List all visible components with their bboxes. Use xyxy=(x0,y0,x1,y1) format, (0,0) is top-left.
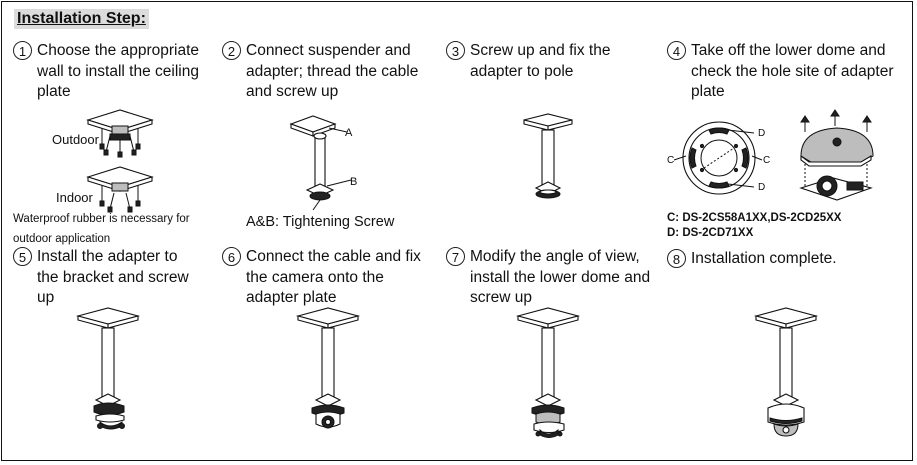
step-number: 3 xyxy=(446,41,465,60)
step-8: 8 Installation complete. xyxy=(667,249,902,270)
model-d-text: D: DS-2CD71XX xyxy=(667,227,754,239)
outdoor-label: Outdoor xyxy=(52,132,99,147)
page-title: Installation Step: xyxy=(14,9,149,29)
waterproof-note-line2: outdoor application xyxy=(13,233,111,245)
waterproof-note-line1: Waterproof rubber is necessary for xyxy=(13,213,190,225)
camera-adapter-plate-illustration xyxy=(295,307,361,429)
step-4: 4 Take off the lower dome and check the … xyxy=(667,41,902,103)
ceiling-plate-outdoor-illustration xyxy=(86,109,154,158)
ceiling-plate-indoor-illustration xyxy=(86,166,154,213)
step-number: 1 xyxy=(13,41,32,60)
lower-dome-removal-illustration xyxy=(799,109,874,201)
indoor-label: Indoor xyxy=(56,190,93,205)
step-number: 6 xyxy=(222,247,241,266)
step-2: 2 Connect suspender and adapter; thread … xyxy=(222,41,422,103)
step-number: 5 xyxy=(13,247,32,266)
step-6: 6 Connect the cable and fix the camera o… xyxy=(222,247,427,309)
model-c-text: C: DS-2CS58A1XX,DS-2CD25XX xyxy=(667,212,842,224)
step-text: Connect the cable and fix the camera ont… xyxy=(246,248,421,306)
callout-d-top-label: D xyxy=(758,128,766,139)
step-text: Installation complete. xyxy=(691,250,837,267)
suspender-adapter-illustration xyxy=(289,115,352,211)
step-text: Choose the appropriate wall to install t… xyxy=(37,42,200,100)
tightening-screw-caption: A&B: Tightening Screw xyxy=(246,214,395,230)
step-text: Screw up and fix the adapter to pole xyxy=(470,42,611,80)
step-1: 1 Choose the appropriate wall to install… xyxy=(13,41,213,103)
callout-b-label: B xyxy=(350,176,358,188)
step-number: 2 xyxy=(222,41,241,60)
adapter-plate-top-view-illustration xyxy=(673,121,763,195)
step-3: 3 Screw up and fix the adapter to pole xyxy=(446,41,626,82)
step-text: Take off the lower dome and check the ho… xyxy=(691,42,894,100)
step-5: 5 Install the adapter to the bracket and… xyxy=(13,247,198,309)
step-number: 4 xyxy=(667,41,686,60)
callout-c-left-label: C xyxy=(667,155,675,166)
step-text: Modify the angle of view, install the lo… xyxy=(470,248,651,306)
installation-complete-illustration xyxy=(753,307,819,437)
callout-a-label: A xyxy=(345,127,353,139)
lower-dome-install-illustration xyxy=(515,307,581,438)
step-number: 8 xyxy=(667,249,686,268)
step-number: 7 xyxy=(446,247,465,266)
step-7: 7 Modify the angle of view, install the … xyxy=(446,247,651,309)
adapter-bracket-assembly-illustration xyxy=(75,307,141,430)
callout-d-bottom-label: D xyxy=(758,182,766,193)
step-text: Connect suspender and adapter; thread th… xyxy=(246,42,419,100)
callout-c-right-label: C xyxy=(763,155,771,166)
pole-adapter-illustration xyxy=(523,113,573,199)
step-text: Install the adapter to the bracket and s… xyxy=(37,248,189,306)
